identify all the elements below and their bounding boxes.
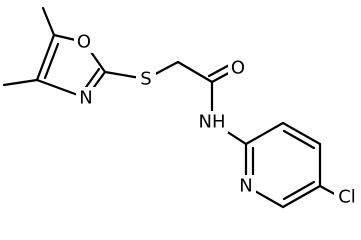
bond-py-c3-c4 <box>281 121 322 146</box>
chemical-structure: O N S O NH N Cl <box>2 6 360 209</box>
atom-sulfur: S <box>140 69 151 90</box>
bonds <box>2 6 342 209</box>
bond-ch2-carbonyl <box>176 60 214 84</box>
atom-chlorine: Cl <box>338 187 356 208</box>
bond-py-c5-c6-double <box>282 180 316 201</box>
bond-py-c2-c3 <box>244 121 285 146</box>
bond-c4-c5 <box>35 33 56 82</box>
atom-oxygen-ring: O <box>77 32 91 53</box>
atom-amide-nh: NH <box>199 112 226 133</box>
atom-nitrogen-pyridine: N <box>239 176 252 197</box>
bond-methyl-top <box>41 6 56 37</box>
bond-c2-n3-double <box>82 67 101 92</box>
bond-py-c5-c6 <box>281 184 322 209</box>
atom-oxygen-carbonyl: O <box>231 58 245 79</box>
bond-c4-c5-double <box>43 42 60 80</box>
bond-py-c3-c4-double <box>282 129 316 150</box>
atom-nitrogen-oxazole: N <box>79 88 92 109</box>
atom-labels: O N S O NH N Cl <box>74 31 360 208</box>
bond-methyl-left <box>2 78 39 87</box>
